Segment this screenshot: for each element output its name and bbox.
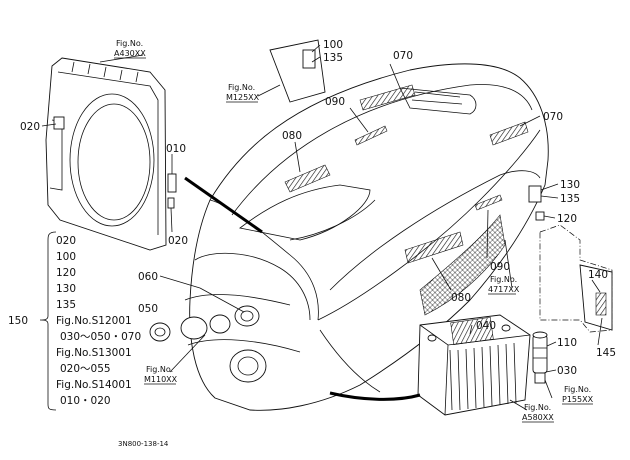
callout-120: 120 xyxy=(557,213,577,225)
fig-ref-a580: A580XX xyxy=(522,413,554,422)
arrow-hood-to-battery xyxy=(329,391,421,401)
callout-070-right: 070 xyxy=(543,111,563,123)
list-item-1: 020 xyxy=(56,235,76,247)
list-item-2: 100 xyxy=(56,251,76,263)
list-fig-s13001: Fig.No.S13001 xyxy=(56,347,132,359)
list-item-5: 135 xyxy=(56,299,76,311)
callout-135-right: 135 xyxy=(560,193,580,205)
fig-ref-a430: A430XX xyxy=(114,49,146,58)
list-s14001-sub: 010・020 xyxy=(60,395,111,407)
side-grille-mesh xyxy=(419,214,506,316)
fig-prefix-a430: Fig.No. xyxy=(116,39,143,48)
cylinder-part xyxy=(532,331,548,384)
plate-100-135 xyxy=(269,39,326,103)
part-010-strip xyxy=(167,173,177,193)
list-bracket xyxy=(39,231,57,411)
decal-070-top xyxy=(359,84,416,111)
callout-020-left: 020 xyxy=(20,121,40,133)
decal-130 xyxy=(528,185,542,203)
fig-ref-m125: M125XX xyxy=(226,93,260,102)
decal-120 xyxy=(535,211,545,221)
battery xyxy=(417,314,531,416)
list-item-3: 120 xyxy=(56,267,76,279)
decal-090-mid xyxy=(474,194,503,211)
list-item-4: 130 xyxy=(56,283,76,295)
fig-prefix-m125: Fig.No. xyxy=(228,83,255,92)
fan-shroud-panel xyxy=(45,57,167,251)
washer-050 xyxy=(149,322,171,342)
fig-ref-4717: 4717XX xyxy=(488,285,520,294)
callout-150: 150 xyxy=(8,315,28,327)
list-s12001-sub: 030～050・070 xyxy=(60,331,141,343)
callout-090-top: 090 xyxy=(325,96,345,108)
fig-prefix-a580: Fig.No. xyxy=(524,403,551,412)
callout-070-top: 070 xyxy=(393,50,413,62)
leader-lines xyxy=(41,44,603,411)
callout-010: 010 xyxy=(166,143,186,155)
fig-prefix-p155: Fig.No. xyxy=(564,385,591,394)
callout-140: 140 xyxy=(588,269,608,281)
drawing-code: 3N800-138-14 xyxy=(118,440,169,448)
arrow-panel-to-hood xyxy=(184,176,263,234)
fig-ref-p155: P155XX xyxy=(562,395,594,404)
decal-080-mid xyxy=(404,231,464,264)
fig-prefix-4717: Fig.No. xyxy=(490,275,517,284)
callout-040: 040 xyxy=(476,320,496,332)
fig-ref-m110: M110XX xyxy=(144,375,178,384)
callout-080-mid: 080 xyxy=(451,292,471,304)
list-fig-s14001: Fig.No.S14001 xyxy=(56,379,132,391)
callout-060: 060 xyxy=(138,271,158,283)
callout-110: 110 xyxy=(557,337,577,349)
hood-assembly xyxy=(180,63,549,411)
callout-050: 050 xyxy=(138,303,158,315)
callout-080-top: 080 xyxy=(282,130,302,142)
part-020-clip xyxy=(167,197,175,209)
callout-030: 030 xyxy=(557,365,577,377)
callout-020-right: 020 xyxy=(168,235,188,247)
callout-145: 145 xyxy=(596,347,616,359)
callout-130: 130 xyxy=(560,179,580,191)
callout-labels: 020 010 020 100 135 070 090 070 080 130 … xyxy=(8,39,616,448)
callout-100: 100 xyxy=(323,39,343,51)
decal-080-top xyxy=(284,164,331,193)
fig-prefix-m110: Fig.No. xyxy=(146,365,173,374)
callout-090-mid: 090 xyxy=(490,261,510,273)
decal-090-top xyxy=(354,125,388,146)
list-s13001-sub: 020～055 xyxy=(60,363,111,375)
decal-070-right xyxy=(489,121,529,146)
list-fig-s12001: Fig.No.S12001 xyxy=(56,315,132,327)
side-bracket xyxy=(539,224,613,333)
callout-135-top: 135 xyxy=(323,52,343,64)
